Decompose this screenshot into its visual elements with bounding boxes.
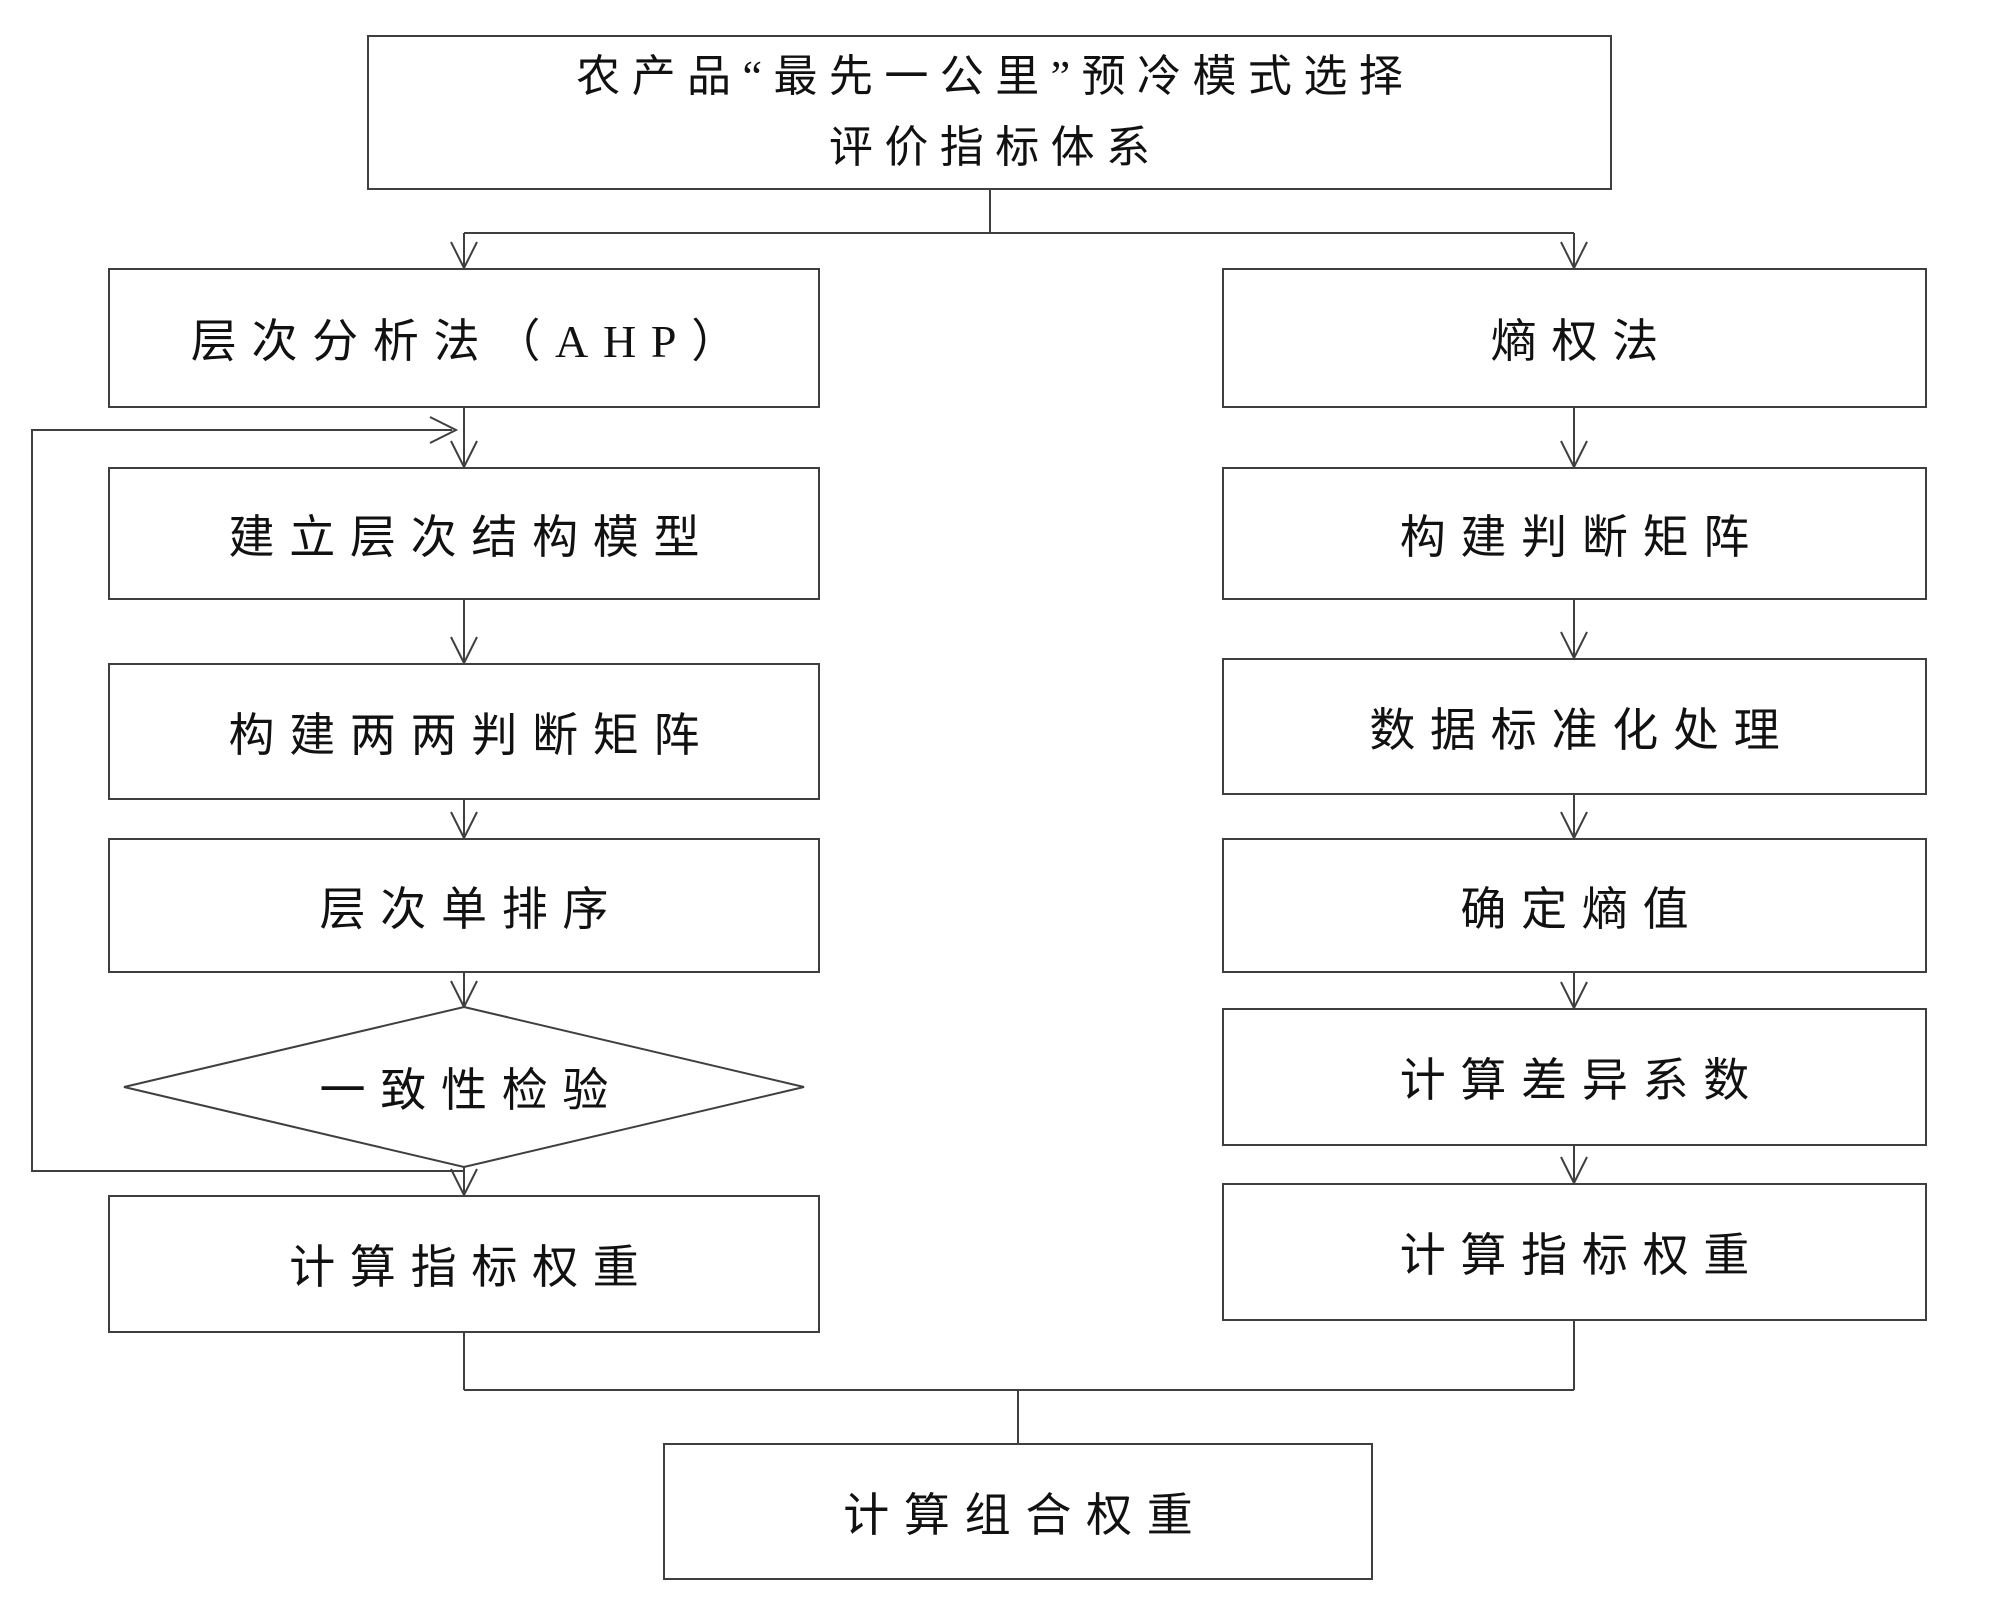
node-label: 一致性检验 <box>319 1065 624 1116</box>
node-build-hierarchy-model: 建立层次结构模型 <box>108 467 820 600</box>
node-entropy-method: 熵权法 <box>1222 268 1927 408</box>
node-label: 熵权法 <box>1490 316 1673 367</box>
node-label: 数据标准化处理 <box>1369 704 1795 756</box>
node-label: 层次单排序 <box>319 883 624 935</box>
node-combined-weight: 计算组合权重 <box>663 1443 1373 1580</box>
node-label: 计算组合权重 <box>843 1489 1208 1541</box>
connector-title-split <box>463 190 1575 266</box>
connector-feedback-loop <box>31 429 464 1172</box>
connector-merge <box>463 1321 1575 1443</box>
arrowhead-feedback <box>429 416 459 444</box>
node-consistency-check-decision: 一致性检验 <box>124 1007 804 1167</box>
node-difference-coefficient: 计算差异系数 <box>1222 1008 1927 1146</box>
node-label: 层次分析法（AHP） <box>190 316 752 367</box>
node-judgment-matrix: 构建判断矩阵 <box>1222 467 1927 600</box>
node-label: 建立层次结构模型 <box>228 511 715 563</box>
node-label: 构建两两判断矩阵 <box>228 709 715 761</box>
node-title: 农产品“最先一公里”预冷模式选择 评价指标体系 <box>367 35 1612 190</box>
node-label: 计算指标权重 <box>1399 1230 1765 1281</box>
node-ahp-method: 层次分析法（AHP） <box>108 268 820 408</box>
node-label: 确定熵值 <box>1460 883 1704 935</box>
node-label: 计算指标权重 <box>289 1242 654 1293</box>
node-pairwise-judgment-matrix: 构建两两判断矩阵 <box>108 663 820 800</box>
node-entropy-value: 确定熵值 <box>1222 838 1927 973</box>
title-line-1: 农产品“最先一公里”预冷模式选择 <box>576 52 1415 102</box>
decision-diamond-shape <box>123 1005 805 1169</box>
node-hierarchy-single-ranking: 层次单排序 <box>108 838 820 973</box>
node-ahp-index-weight: 计算指标权重 <box>108 1195 820 1333</box>
node-entropy-index-weight: 计算指标权重 <box>1222 1183 1927 1321</box>
node-label: 计算差异系数 <box>1399 1055 1765 1106</box>
node-data-standardization: 数据标准化处理 <box>1222 658 1927 795</box>
node-label: 构建判断矩阵 <box>1399 511 1765 563</box>
title-line-2: 评价指标体系 <box>828 122 1162 172</box>
